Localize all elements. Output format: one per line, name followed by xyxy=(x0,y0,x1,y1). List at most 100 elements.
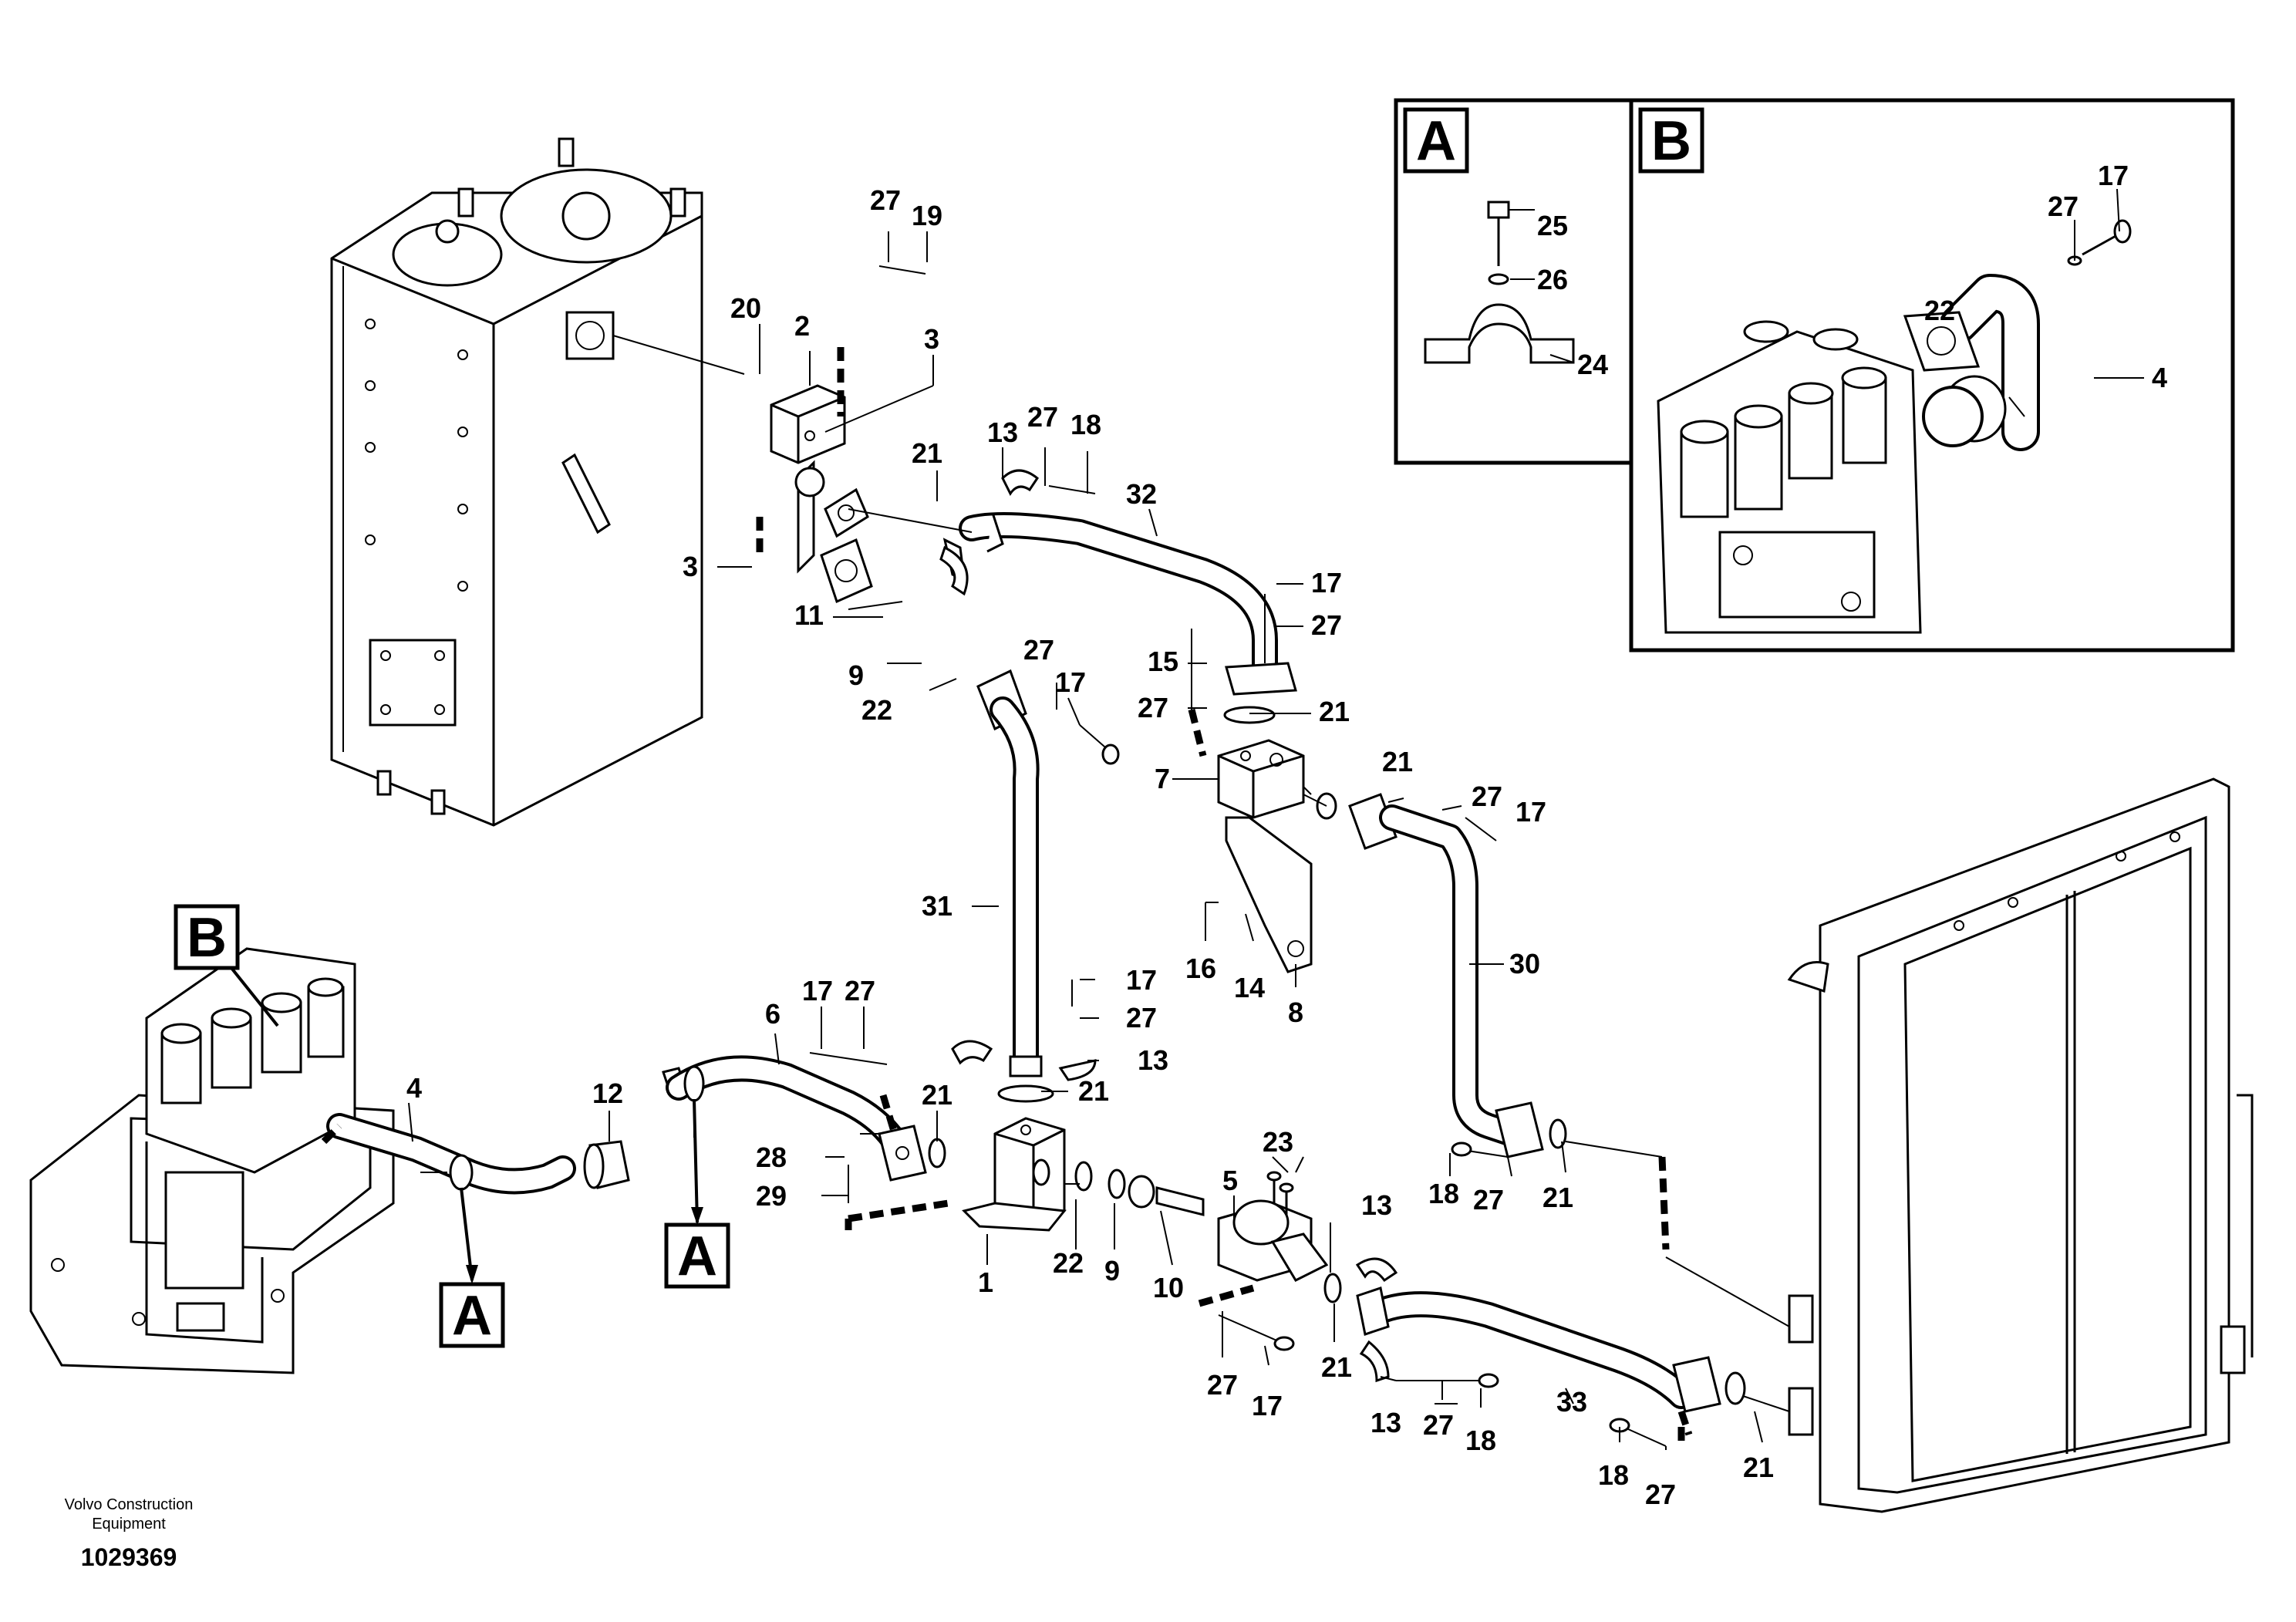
callout-21: 21 xyxy=(922,1079,952,1111)
view-marker-a1: A xyxy=(452,1285,492,1347)
callout-17: 17 xyxy=(2098,160,2129,191)
callout-9: 9 xyxy=(1104,1255,1120,1286)
hose-half-clamps-13 xyxy=(939,469,1040,596)
callout-27: 27 xyxy=(870,184,901,216)
document-number: 1029369 xyxy=(81,1543,177,1571)
adapter-12 xyxy=(583,1140,630,1189)
callout-18: 18 xyxy=(1428,1178,1459,1209)
callout-7: 7 xyxy=(1155,763,1170,794)
callout-13: 13 xyxy=(987,416,1018,448)
document-credit: Volvo Construction Equipment 1029369 xyxy=(65,1496,194,1571)
callout-18: 18 xyxy=(1598,1459,1629,1491)
callout-8: 8 xyxy=(1288,996,1303,1028)
callout-21: 21 xyxy=(1321,1351,1352,1383)
detail-box-b: B 27 xyxy=(1629,98,2235,653)
callout-33: 33 xyxy=(1556,1386,1587,1418)
hose-32 xyxy=(959,512,1297,696)
callout-27: 27 xyxy=(1126,1002,1157,1034)
callout-27: 27 xyxy=(1473,1184,1504,1216)
callout-27: 27 xyxy=(845,975,875,1007)
callout-17: 17 xyxy=(1515,796,1546,828)
callout-27: 27 xyxy=(1138,692,1168,723)
fittings-row xyxy=(1074,1161,1205,1216)
control-valve-detail xyxy=(1657,320,1922,634)
callout-4: 4 xyxy=(2152,362,2167,393)
detail-box-a: A 25 26 24 xyxy=(1394,98,1633,465)
block-1 xyxy=(962,1117,1067,1232)
callout-4: 4 xyxy=(406,1072,422,1104)
callout-27: 27 xyxy=(1423,1409,1454,1441)
callout-15: 15 xyxy=(1148,646,1178,677)
view-marker-b: B xyxy=(187,907,227,969)
callout-3: 3 xyxy=(683,551,698,582)
callout-27: 27 xyxy=(1472,781,1502,812)
callout-30: 30 xyxy=(1509,948,1540,980)
callout-22: 22 xyxy=(1924,295,1955,326)
callout-28: 28 xyxy=(756,1141,787,1173)
callout-3: 3 xyxy=(924,323,939,355)
callout-13: 13 xyxy=(1371,1407,1401,1438)
callout-13: 13 xyxy=(1138,1044,1168,1076)
callout-31: 31 xyxy=(922,890,952,922)
credit-line-1: Volvo Construction xyxy=(65,1496,194,1513)
callout-17: 17 xyxy=(1055,666,1086,698)
callout-labels: 27 19 20 2 3 13 27 18 32 21 3 11 9 22 27… xyxy=(406,184,1774,1510)
callout-19: 19 xyxy=(912,200,942,231)
assembly-dash-lines xyxy=(321,347,1693,1442)
callout-1: 1 xyxy=(978,1266,993,1298)
callout-21: 21 xyxy=(1382,746,1413,777)
callout-27: 27 xyxy=(1027,401,1058,433)
callout-21: 21 xyxy=(1542,1182,1573,1213)
callout-13: 13 xyxy=(1361,1189,1392,1221)
view-marker-a2: A xyxy=(677,1226,717,1287)
callout-21: 21 xyxy=(912,437,942,469)
valve-block-7 xyxy=(1217,706,1313,973)
callout-17: 17 xyxy=(1126,964,1157,996)
callout-27: 27 xyxy=(2048,191,2079,222)
callout-11: 11 xyxy=(794,599,824,631)
check-valve-5 xyxy=(1217,1171,1329,1282)
callout-17: 17 xyxy=(1252,1390,1283,1421)
callout-27: 27 xyxy=(1311,609,1342,641)
callout-21: 21 xyxy=(1319,696,1350,727)
callout-10: 10 xyxy=(1153,1272,1184,1303)
tee-block-2 xyxy=(770,384,873,604)
callout-2: 2 xyxy=(794,310,810,342)
callout-27: 27 xyxy=(1207,1369,1238,1401)
credit-line-2: Equipment xyxy=(92,1516,166,1533)
oil-cooler xyxy=(1787,777,2254,1513)
callout-17: 17 xyxy=(1311,567,1342,599)
callout-6: 6 xyxy=(765,998,781,1030)
callout-27: 27 xyxy=(1023,634,1054,666)
callout-21: 21 xyxy=(1743,1452,1774,1483)
callout-29: 29 xyxy=(756,1180,787,1212)
callout-27: 27 xyxy=(1645,1479,1676,1510)
hose-31 xyxy=(951,669,1097,1103)
hose-4 xyxy=(326,1113,576,1195)
callout-16: 16 xyxy=(1185,953,1216,984)
callout-9: 9 xyxy=(848,659,864,691)
hose-30 xyxy=(1316,792,1567,1158)
callout-24: 24 xyxy=(1577,349,1608,380)
callout-18: 18 xyxy=(1070,409,1101,440)
callout-25: 25 xyxy=(1537,210,1568,241)
callout-22: 22 xyxy=(1053,1247,1084,1279)
callout-14: 14 xyxy=(1234,972,1265,1003)
view-markers: B A A xyxy=(174,904,730,1348)
callout-22: 22 xyxy=(861,694,892,726)
hose-33 xyxy=(1323,1257,1746,1413)
callout-23: 23 xyxy=(1263,1126,1293,1158)
callout-32: 32 xyxy=(1126,478,1157,510)
hydraulic-tank xyxy=(330,137,703,827)
callout-20: 20 xyxy=(730,292,761,324)
callout-18: 18 xyxy=(1465,1425,1496,1456)
callout-5: 5 xyxy=(1222,1165,1238,1196)
control-valve-assembly xyxy=(29,947,395,1374)
detail-box-a-letter: A xyxy=(1416,110,1456,172)
callout-12: 12 xyxy=(592,1077,623,1109)
hose-6 xyxy=(662,1055,946,1182)
detail-box-b-letter: B xyxy=(1651,110,1691,172)
callout-17: 17 xyxy=(802,975,833,1007)
callout-26: 26 xyxy=(1537,264,1568,295)
